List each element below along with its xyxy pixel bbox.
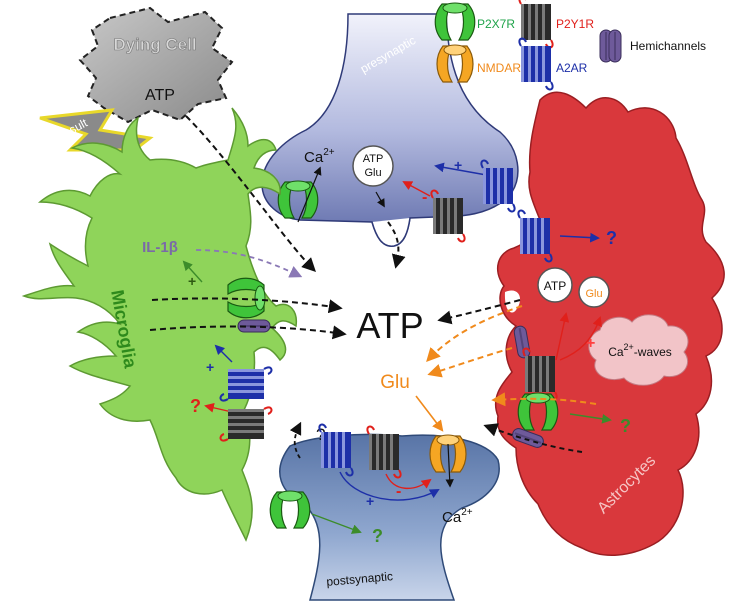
- post-plus: +: [366, 493, 374, 509]
- astro-atp-arrow: [437, 299, 521, 325]
- astro-glu: Glu: [585, 288, 602, 300]
- post-p2y1-arrow: [385, 473, 432, 489]
- legend-p2x7r: P2X7R: [477, 17, 515, 31]
- pre-release-arrow: [387, 221, 406, 269]
- microglia-atp-arrow-1: [151, 297, 343, 314]
- pre-a2ar: [480, 159, 516, 213]
- center-atp: ATP: [356, 305, 423, 346]
- microglia-il1b-arrow: [182, 260, 203, 283]
- post-q-top: ?: [316, 425, 325, 444]
- legend-p2y1r: P2Y1R: [556, 17, 594, 31]
- vesicle-arrow: [375, 191, 385, 208]
- legend-nmdar: NMDAR: [477, 61, 521, 75]
- astro-glu-vesicle: [578, 276, 610, 308]
- post-a2ar: [318, 423, 354, 477]
- astro-p2y1-up-arrow: [555, 312, 570, 361]
- post-q-bottom: ?: [372, 526, 383, 546]
- astro-q-top: ?: [606, 228, 617, 248]
- pre-ca-influx-arrow: [297, 166, 322, 223]
- microglia-plus-top: +: [188, 273, 196, 289]
- post-p2x7r: [269, 490, 311, 529]
- legend-a2ar: A2AR: [556, 61, 588, 75]
- astro-atp-vesicle: [537, 267, 573, 303]
- astro-p2y1r: [522, 347, 558, 401]
- astro-q-bottom: ?: [620, 416, 631, 436]
- glu-label: Glu: [380, 372, 410, 393]
- microglia-q: ?: [190, 396, 201, 416]
- microglia-p2y1-arrow: [204, 402, 233, 413]
- post-release-arrow: [289, 421, 302, 459]
- glu-nmda-arrow: [415, 395, 444, 432]
- microglia-p2y1r: [219, 406, 273, 442]
- microglia-a2a-arrow: [214, 344, 233, 363]
- dying-cell: [78, 6, 234, 124]
- postsynaptic-ca: Ca2+: [442, 507, 473, 526]
- vesicle-atp: ATP: [363, 153, 384, 165]
- pre-a2a-arrow: [434, 162, 493, 177]
- legend-p2x7r-icon: [434, 2, 476, 41]
- legend-hemichannels: Hemichannels: [630, 39, 706, 53]
- post-minus: -: [396, 483, 401, 500]
- legend-a2ar-icon: [518, 37, 554, 91]
- astro-p2x7-arrow: [569, 413, 612, 424]
- pre-minus: -: [422, 189, 427, 206]
- astro-glu-hemi-arrow: [427, 347, 513, 378]
- presynaptic-vesicle: [352, 145, 394, 187]
- dying-cell-title: Dying Cell: [113, 35, 196, 54]
- microglia-atp-arrow-2: [149, 325, 347, 340]
- presynaptic-ca: Ca2+: [304, 147, 335, 166]
- astro-glu-p2x7-arrow: [491, 392, 597, 407]
- il1b-release-arrow: [195, 249, 303, 278]
- post-a2a-arrow: [339, 471, 440, 501]
- presynaptic-fusion-pocket: [371, 217, 411, 247]
- astro-a2a-arrow: [559, 232, 600, 243]
- pre-p2y1-arrow: [402, 181, 431, 197]
- dying-cell-atp-arrow: [185, 115, 316, 272]
- ca-waves-label: Ca2+-waves: [608, 342, 672, 359]
- legend-hemichannels-icon-2: [608, 29, 622, 63]
- microglia-plus-mid: +: [206, 359, 214, 375]
- legend: P2X7R P2Y1R Hemichannels NMDAR A2AR: [434, 0, 706, 91]
- astro-atp: ATP: [544, 279, 566, 293]
- astro-a2ar: [517, 209, 553, 263]
- il1b-label: IL-1β: [142, 239, 178, 256]
- microglia-a2ar: [219, 366, 273, 402]
- vesicle-glu: Glu: [364, 167, 381, 179]
- postsynaptic-label: postsynaptic: [326, 569, 394, 589]
- post-p2x7-arrow: [311, 513, 362, 534]
- nmda-ca-arrow: [445, 443, 454, 488]
- dying-cell-atp: ATP: [145, 87, 175, 104]
- pre-p2y1r: [430, 189, 466, 243]
- post-p2y1r: [366, 425, 402, 479]
- astro-p2y1-ca-arrow: [559, 316, 602, 361]
- pre-plus: +: [454, 157, 462, 173]
- astro-glu-release-arrow: [426, 305, 523, 363]
- ca-waves-cloud: [588, 314, 689, 386]
- astro-plus: +: [586, 335, 595, 352]
